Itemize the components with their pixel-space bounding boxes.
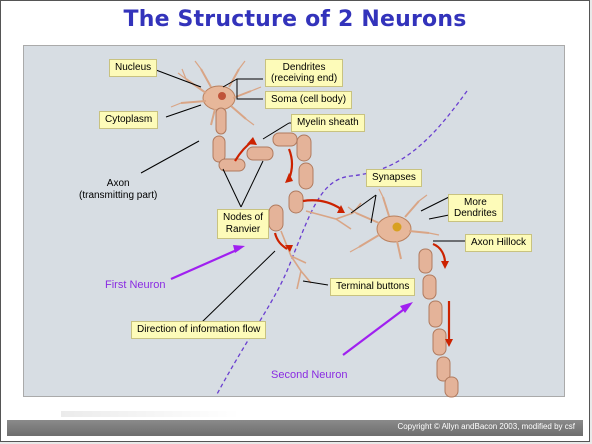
terminal-branches (281, 203, 361, 289)
arrowheads-red (247, 137, 453, 347)
label-terminal-buttons: Terminal buttons (330, 278, 415, 296)
label-axon-line2: (transmitting part) (79, 190, 157, 202)
label-more-line2: Dendrites (454, 208, 497, 219)
neuron-divider-line (216, 91, 467, 396)
label-dendrites: Dendrites (receiving end) (265, 59, 343, 87)
label-more-dendrites: More Dendrites (448, 194, 503, 222)
label-nodes-of-ranvier: Nodes of Ranvier (217, 209, 269, 239)
label-second-neuron: Second Neuron (271, 369, 347, 381)
label-dendrites-line2: (receiving end) (271, 73, 337, 84)
footer-bar: Copyright © Allyn andBacon 2003, modifie… (7, 420, 583, 436)
second-neuron-axon (419, 249, 458, 397)
label-myelin-sheath: Myelin sheath (291, 114, 365, 132)
label-dendrites-line1: Dendrites (271, 62, 337, 73)
label-nucleus: Nucleus (109, 59, 157, 77)
label-first-neuron: First Neuron (105, 279, 166, 291)
label-axon: Axon (transmitting part) (79, 178, 157, 202)
label-more-line1: More (454, 197, 497, 208)
label-direction-of-flow: Direction of information flow (131, 321, 266, 339)
label-axon-hillock: Axon Hillock (465, 234, 532, 252)
label-synapses: Synapses (366, 169, 422, 187)
label-axon-line1: Axon (79, 178, 157, 190)
copyright-text: Copyright © Allyn andBacon 2003, modifie… (397, 422, 575, 431)
label-nodes-line1: Nodes of (223, 212, 263, 224)
label-cytoplasm: Cytoplasm (99, 111, 158, 129)
faint-footer-text (61, 411, 241, 417)
label-soma: Soma (cell body) (265, 91, 352, 109)
label-nodes-line2: Ranvier (223, 224, 263, 236)
